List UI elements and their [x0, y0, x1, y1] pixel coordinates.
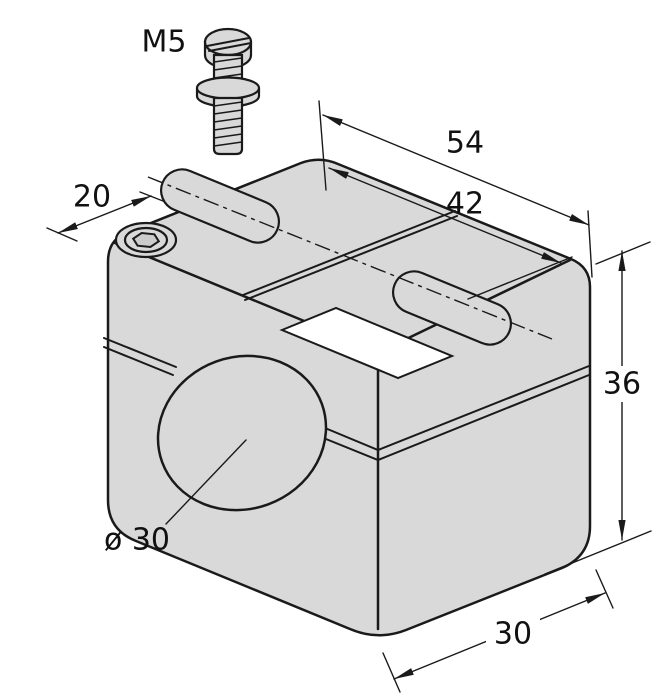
dim-42-ext-right [467, 256, 573, 300]
screw-head-slot [206, 37, 250, 47]
dim-20-line [57, 195, 152, 234]
label-20: 20 [73, 180, 111, 215]
clamp-seam-lower [103, 346, 174, 376]
clamp-seam-upper [103, 337, 177, 368]
dim-30-text-gap [486, 616, 540, 652]
bore-hole [156, 354, 328, 512]
screw-upper-threads [213, 57, 243, 87]
dim-30-ext-right [595, 569, 614, 609]
top-slot-front [391, 270, 513, 346]
dim-20-ext-left [46, 227, 78, 242]
label-36: 36 [603, 367, 641, 402]
bore-leader-line [165, 439, 247, 525]
label-bore: ø 30 [104, 523, 170, 558]
screw-head-slot-2 [208, 42, 252, 52]
label-54: 54 [446, 126, 484, 161]
dimension-labels: M5 20 54 42 36 ø 30 30 [73, 25, 641, 652]
dim-20-ext-right [139, 191, 164, 202]
screw-washer-top [195, 76, 261, 100]
dim-36-ext-bottom [544, 530, 652, 575]
dim-30-ext-left [382, 652, 401, 693]
label-plate [279, 306, 455, 380]
label-30: 30 [494, 617, 532, 652]
dim-36-text-gap [598, 366, 646, 402]
dim-42-line [328, 167, 562, 264]
screw-lower-threads [213, 101, 243, 147]
dimensions [46, 100, 652, 693]
label-m5: M5 [142, 25, 187, 60]
clamp-seam-right-upper [324, 365, 590, 452]
dim-36-ext-top [595, 241, 651, 265]
m5-screw [195, 27, 261, 156]
dim-54-ext-right [587, 210, 593, 278]
label-42: 42 [446, 187, 484, 222]
screw-lower-shank [212, 96, 244, 156]
hex-socket-recess [131, 231, 161, 249]
clamp-body [103, 158, 592, 637]
clamp-seam-right-lower [320, 374, 590, 462]
